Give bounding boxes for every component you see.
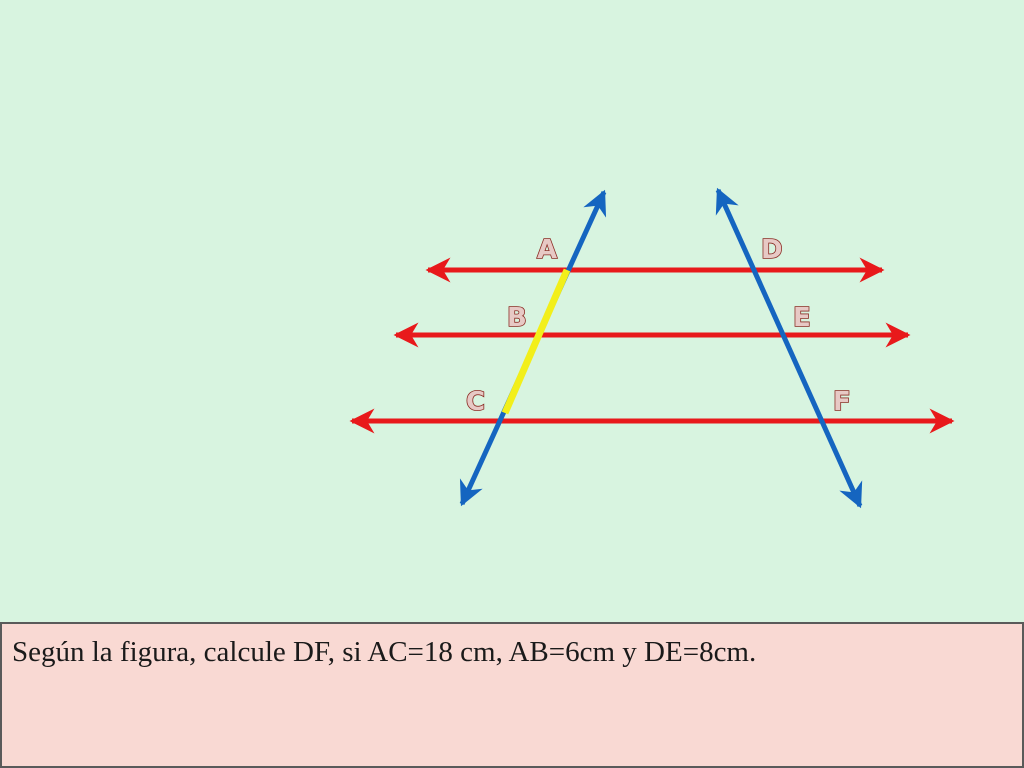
label-point-b: B (507, 303, 527, 333)
label-point-a: A (537, 235, 557, 265)
label-point-e: E (793, 303, 811, 333)
label-point-d: D (761, 235, 783, 265)
label-point-c: C (466, 387, 485, 417)
transversal-right (715, 187, 863, 509)
question-box: Según la figura, calcule DF, si AC=18 cm… (0, 622, 1024, 768)
question-text: Según la figura, calcule DF, si AC=18 cm… (12, 636, 757, 668)
geometry-figure: A B C D E F (349, 187, 955, 509)
label-point-f: F (833, 387, 851, 417)
segment-ac-highlight (501, 268, 571, 415)
